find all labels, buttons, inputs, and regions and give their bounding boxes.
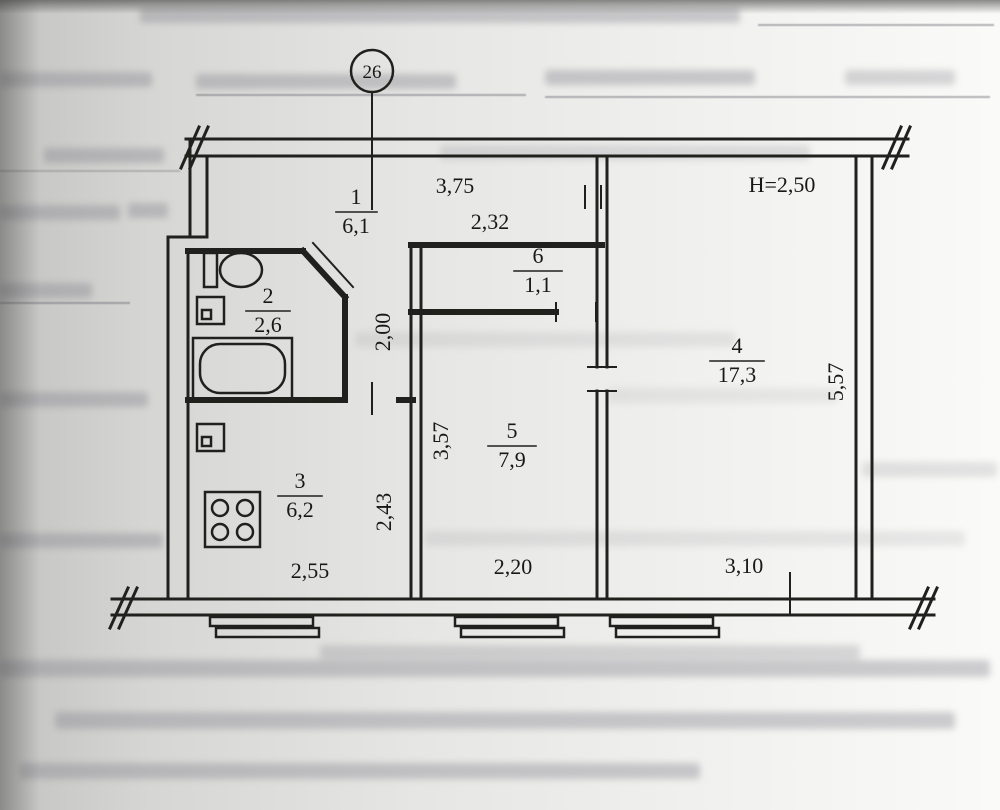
- dim-kitchen-depth: 2,43: [371, 493, 396, 532]
- window-kitchen: [208, 615, 315, 628]
- scan-artifact: [608, 388, 838, 403]
- dim-room5-width: 2,20: [494, 554, 533, 579]
- scan-shadow-left: [0, 0, 40, 810]
- room4-number: 4: [732, 333, 743, 358]
- break-mark: [881, 125, 903, 170]
- scan-artifact: [55, 712, 955, 729]
- scan-artifact: [0, 533, 163, 548]
- bathtub-icon: [191, 336, 294, 401]
- scan-artifact: [44, 148, 164, 163]
- scan-artifact: [545, 70, 755, 85]
- scan-artifact: [862, 462, 997, 477]
- wall-closet: [408, 242, 605, 322]
- scan-artifact: [758, 24, 994, 26]
- scan-artifact: [320, 645, 860, 660]
- scan-artifact: [128, 203, 168, 218]
- break-mark: [117, 586, 139, 630]
- axis-number: 26: [363, 62, 382, 83]
- window-kitchen: [214, 626, 321, 639]
- room3-area: 6,2: [286, 497, 314, 522]
- room2-area: 2,6: [254, 312, 282, 337]
- vent-ticks: [584, 185, 602, 209]
- window-symbols: [208, 615, 721, 639]
- wall-right: [854, 154, 874, 601]
- dim-right-depth: 5,57: [823, 363, 848, 402]
- scan-artifact: [196, 94, 526, 96]
- scan-artifact: [0, 72, 152, 87]
- dim-top-width: 3,75: [436, 173, 475, 198]
- window-room4: [614, 626, 721, 639]
- wall-top: [179, 125, 912, 170]
- dim-closet-width: 2,32: [471, 209, 510, 234]
- scan-artifact: [0, 205, 120, 220]
- wall-room5-room4: [587, 154, 617, 601]
- toilet-icon: [202, 251, 264, 289]
- scan-artifact: [0, 660, 990, 677]
- wall-bottom: [108, 586, 939, 630]
- ceiling-height-note: H=2,50: [749, 172, 816, 197]
- scan-artifact: [545, 96, 990, 98]
- stove-icon: [203, 490, 262, 549]
- room4-area: 17,3: [718, 362, 757, 387]
- wall-left: [166, 137, 209, 601]
- room6-number: 6: [533, 243, 544, 268]
- dim-room5-depth: 3,57: [428, 422, 453, 461]
- break-mark: [917, 586, 939, 630]
- dim-room4-width: 3,10: [725, 553, 764, 578]
- kitchen-sink-icon: [195, 422, 226, 453]
- bathroom-diagonal-wall: [298, 246, 350, 302]
- scan-shadow-top: [0, 0, 1000, 14]
- bathroom-sink-icon: [195, 295, 226, 326]
- wall-hall-partition: [409, 243, 423, 601]
- break-mark: [188, 125, 210, 170]
- room1-number: 1: [351, 184, 362, 209]
- dim-kitchen-width: 2,55: [291, 558, 330, 583]
- scan-artifact: [0, 302, 130, 304]
- scan-artifact: [845, 70, 955, 85]
- window-room4: [608, 615, 715, 628]
- axis-marker: [349, 48, 395, 210]
- scan-artifact: [0, 283, 92, 298]
- scan-artifact: [0, 392, 148, 407]
- room5-area: 7,9: [498, 447, 526, 472]
- room6-area: 1,1: [524, 272, 552, 297]
- break-mark: [890, 125, 912, 170]
- break-mark: [908, 586, 930, 630]
- scan-artifact: [425, 531, 965, 546]
- scan-artifact: [0, 170, 180, 172]
- room-label-fraction-lines: [245, 211, 765, 497]
- window-room5: [453, 615, 560, 628]
- scan-artifact: [355, 332, 735, 347]
- room3-number: 3: [295, 468, 306, 493]
- scan-artifact: [20, 763, 700, 779]
- break-mark: [108, 586, 130, 630]
- window-room5: [459, 626, 566, 639]
- room5-number: 5: [507, 418, 518, 443]
- dim-hall-depth: 2,00: [370, 313, 395, 352]
- bathroom-door-leaf: [311, 241, 355, 289]
- room1-area: 6,1: [342, 213, 370, 238]
- room2-number: 2: [263, 283, 274, 308]
